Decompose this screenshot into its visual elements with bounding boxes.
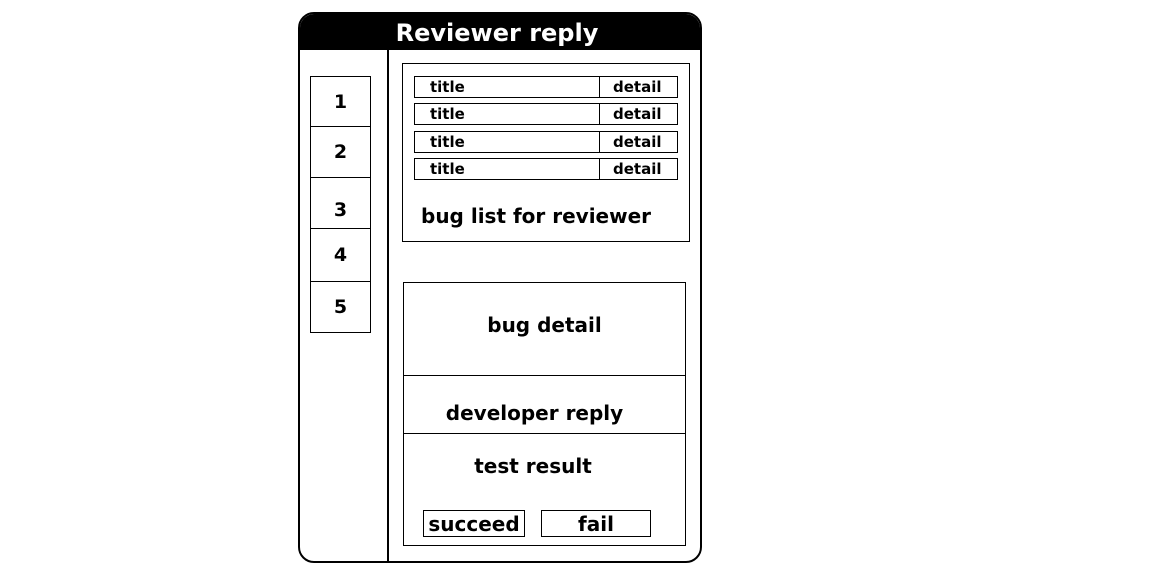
bug-list-label: bug list for reviewer — [421, 204, 652, 228]
sidebar-tabs: 1 2 3 4 5 — [310, 76, 371, 333]
sidebar-tab-2[interactable]: 2 — [311, 127, 370, 178]
bug-row-detail[interactable]: detail — [613, 133, 662, 151]
bug-row-title[interactable]: title — [415, 77, 600, 97]
bug-detail-label: bug detail — [487, 313, 602, 337]
bug-row-detail[interactable]: detail — [613, 78, 662, 96]
bug-row-title[interactable]: title — [415, 132, 600, 152]
sidebar-tab-3[interactable]: 3 — [311, 178, 370, 229]
sidebar-tab-1[interactable]: 1 — [311, 77, 370, 127]
developer-reply-section: developer reply — [404, 376, 685, 434]
sidebar-tab-4[interactable]: 4 — [311, 229, 370, 282]
bug-row-detail[interactable]: detail — [613, 105, 662, 123]
bug-row-title[interactable]: title — [415, 104, 600, 124]
bug-detail-section: bug detail — [404, 283, 685, 376]
window-title: Reviewer reply — [300, 14, 700, 50]
bug-detail-panel: bug detail developer reply test result s… — [403, 282, 686, 546]
reviewer-reply-window: Reviewer reply 1 2 3 4 5 title detail ti… — [298, 12, 702, 563]
bug-list-panel: title detail title detail title detail t… — [402, 63, 690, 242]
sidebar-tab-5[interactable]: 5 — [311, 282, 370, 333]
bug-row-detail[interactable]: detail — [613, 160, 662, 178]
bug-list-row[interactable]: title detail — [414, 76, 678, 98]
test-result-section: test result succeed fail — [404, 434, 685, 545]
bug-list-row[interactable]: title detail — [414, 103, 678, 125]
bug-list-row[interactable]: title detail — [414, 131, 678, 153]
developer-reply-label: developer reply — [445, 401, 624, 425]
test-result-label: test result — [474, 454, 592, 478]
succeed-button[interactable]: succeed — [423, 510, 525, 537]
bug-list-row[interactable]: title detail — [414, 158, 678, 180]
bug-row-title[interactable]: title — [415, 159, 600, 179]
sidebar-divider — [387, 50, 389, 561]
fail-button[interactable]: fail — [541, 510, 651, 537]
